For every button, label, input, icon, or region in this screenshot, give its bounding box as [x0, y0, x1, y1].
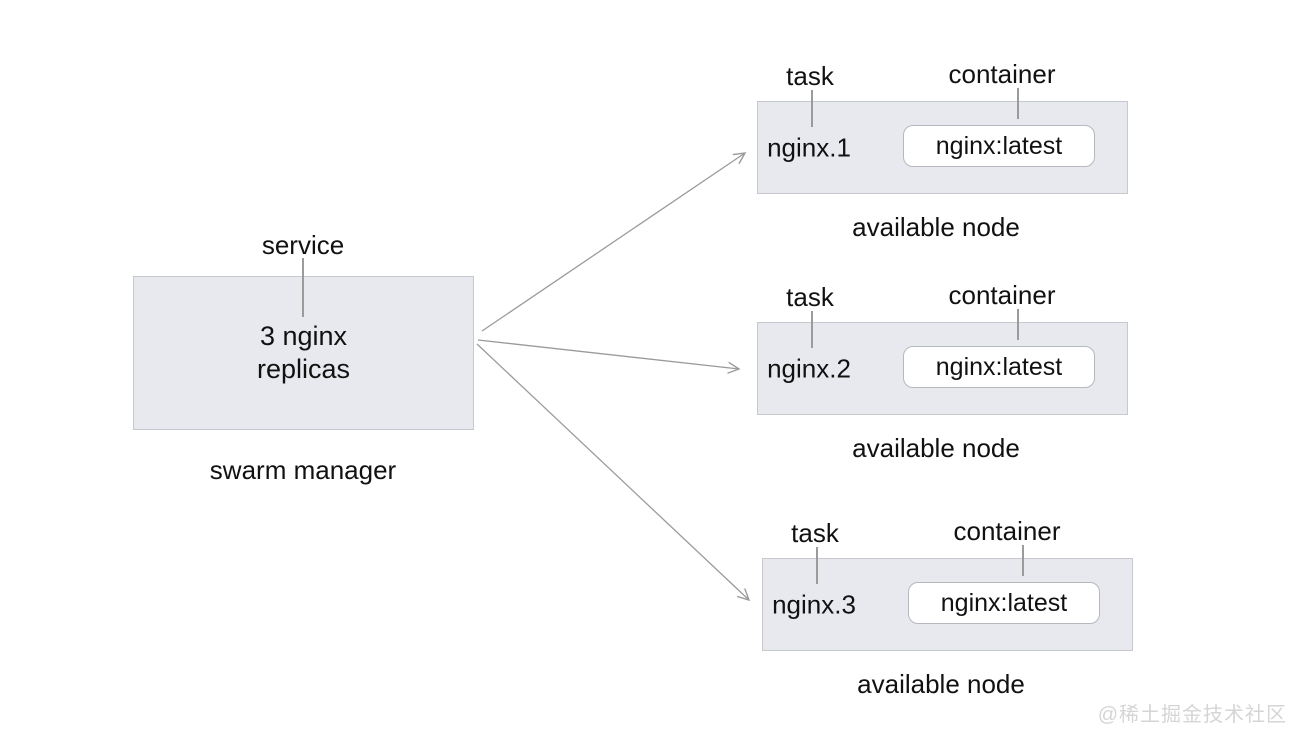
available-node-label: available node — [857, 669, 1025, 699]
available-node-2: task container nginx.2 nginx:latest avai… — [757, 280, 1132, 464]
container-image-name: nginx:latest — [935, 131, 1063, 160]
available-node-3: task container nginx.3 nginx:latest avai… — [762, 516, 1137, 700]
manager-box-text-line2: replicas — [256, 354, 351, 384]
watermark-text: @稀土掘金技术社区 — [1097, 704, 1287, 726]
task-label: task — [786, 61, 834, 91]
container-image-name: nginx:latest — [940, 588, 1068, 617]
swarm-manager-label: swarm manager — [209, 455, 397, 485]
service-connector-line — [302, 258, 304, 317]
task-name: nginx.1 — [767, 132, 851, 163]
task-label: task — [791, 518, 839, 548]
arrow-to-node-3 — [476, 343, 751, 602]
arrow-to-node-2 — [477, 339, 741, 374]
available-node-label: available node — [852, 433, 1020, 463]
task-connector-line — [816, 547, 818, 584]
manager-box-text-line1: 3 nginx — [259, 321, 348, 351]
task-label: task — [786, 282, 834, 312]
container-connector-line — [1017, 88, 1019, 119]
container-pill: nginx:latest — [903, 346, 1095, 388]
task-name: nginx.3 — [772, 589, 856, 620]
container-connector-line — [1022, 545, 1024, 576]
container-label: container — [953, 516, 1061, 546]
swarm-manager-box: 3 nginx replicas — [133, 276, 474, 430]
container-connector-line — [1017, 309, 1019, 340]
service-label: service — [261, 230, 345, 260]
container-pill: nginx:latest — [903, 125, 1095, 167]
available-node-label: available node — [852, 212, 1020, 242]
available-node-1: task container nginx.1 nginx:latest avai… — [757, 59, 1132, 243]
container-pill: nginx:latest — [908, 582, 1100, 624]
container-label: container — [948, 59, 1056, 89]
container-image-name: nginx:latest — [935, 352, 1063, 381]
arrow-to-node-1 — [481, 152, 747, 332]
task-connector-line — [811, 311, 813, 348]
task-name: nginx.2 — [767, 353, 851, 384]
container-label: container — [948, 280, 1056, 310]
task-connector-line — [811, 90, 813, 127]
